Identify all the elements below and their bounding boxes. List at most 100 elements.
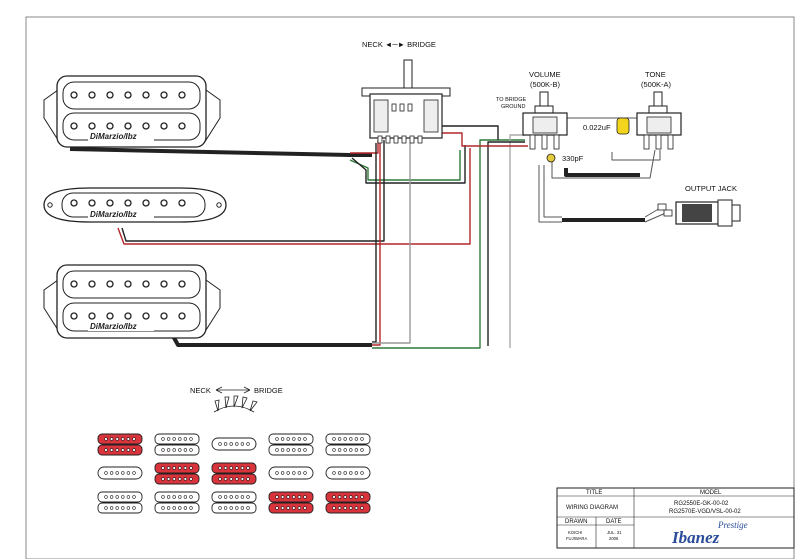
tb-date-1: JUL. 31 bbox=[607, 530, 622, 535]
volume-body-inner bbox=[532, 116, 558, 134]
switch-position-icon bbox=[211, 491, 257, 514]
tb-model-header: MODEL bbox=[700, 490, 722, 496]
ground-wire-2 bbox=[487, 141, 525, 346]
volume-lugs bbox=[529, 134, 560, 150]
middle-single-coil: DiMarzio/Ibz bbox=[43, 187, 227, 223]
switch-position-icon bbox=[154, 491, 200, 514]
tb-drawn-1: KOICHI bbox=[568, 530, 582, 535]
tb-title-header: TITLE bbox=[586, 490, 602, 496]
bridge-humbucker: DiMarzio/Ibz bbox=[43, 264, 221, 339]
bridge-wire-green bbox=[372, 139, 525, 349]
to-bridge-ground-line1: TO BRIDGE bbox=[496, 97, 526, 103]
selector-switch: NECK ◄─► BRIDGE bbox=[361, 40, 451, 144]
output-jack: OUTPUT JACK bbox=[657, 184, 741, 227]
switch-volume-red bbox=[440, 132, 528, 147]
volume-tone-cable bbox=[564, 168, 640, 177]
wires bbox=[69, 117, 669, 349]
neck-humbucker-poles bbox=[70, 91, 186, 130]
tone-pot: TONE (500K-A) 0.022uF bbox=[583, 70, 682, 150]
jack-lug-2 bbox=[663, 209, 673, 217]
switch-lugs bbox=[377, 103, 423, 144]
neck-humbucker-mount-right bbox=[205, 89, 221, 142]
neck-wire-black bbox=[351, 145, 466, 184]
tone-label: TONE bbox=[645, 70, 666, 79]
switch-position-icon bbox=[325, 433, 371, 456]
switch-position-icon bbox=[268, 433, 314, 456]
tone-body-inner bbox=[646, 116, 672, 134]
bridge-humbucker-mount bbox=[43, 279, 59, 332]
tb-drawn-header: DRAWN bbox=[565, 519, 587, 525]
neck-wire-green bbox=[349, 150, 461, 181]
legend-arrow bbox=[215, 386, 251, 394]
tb-drawn-2: FUJIWARA bbox=[566, 536, 587, 541]
neck-wire-red bbox=[350, 140, 379, 154]
middle-wire-black bbox=[121, 140, 385, 242]
bridge-humbucker-label-bg bbox=[88, 321, 154, 331]
tone-ground-wire bbox=[611, 150, 661, 161]
tb-model-1: RG2550E-GK-00-02 bbox=[674, 501, 729, 507]
volume-cap-label: 330pF bbox=[562, 154, 584, 163]
output-ground-wire bbox=[538, 165, 562, 223]
volume-cap-icon bbox=[546, 153, 556, 163]
middle-wire-red bbox=[117, 148, 471, 245]
volume-pot: VOLUME (500K-B) 330pF bbox=[522, 70, 584, 163]
single-coil-screw-right bbox=[216, 202, 222, 208]
neck-humbucker: DiMarzio/Ibz bbox=[43, 75, 221, 148]
tb-brand-sub: Prestige bbox=[717, 520, 748, 530]
bridge-humbucker-brand: DiMarzio/Ibz bbox=[90, 322, 137, 331]
switch-position-grid bbox=[97, 433, 371, 514]
jack-nut bbox=[717, 199, 733, 227]
switch-position-icon bbox=[211, 437, 257, 451]
output-hot-wire bbox=[543, 165, 562, 218]
tone-value: (500K-A) bbox=[641, 80, 672, 89]
neck-pickup-cable bbox=[69, 147, 372, 157]
tb-title: WIRING DIAGRAM bbox=[566, 505, 618, 511]
tone-cap-label: 0.022uF bbox=[583, 123, 611, 132]
bridge-ground-wire bbox=[509, 134, 525, 348]
switch-position-icon bbox=[268, 491, 314, 514]
switch-position-icon bbox=[211, 462, 257, 485]
volume-tone-hot bbox=[551, 149, 656, 179]
neck-humbucker-label-bg bbox=[88, 131, 154, 141]
tb-date-2: 2006 bbox=[609, 536, 619, 541]
switch-position-icon bbox=[325, 466, 371, 480]
tone-lugs bbox=[643, 134, 674, 150]
bridge-wire-black bbox=[372, 143, 377, 343]
tone-shaft bbox=[653, 91, 663, 107]
legend-bridge: BRIDGE bbox=[254, 386, 283, 395]
lever-positions-icon bbox=[213, 395, 258, 413]
single-coil-brand: DiMarzio/Ibz bbox=[90, 210, 137, 219]
switch-top-label: NECK ◄─► BRIDGE bbox=[362, 40, 436, 49]
diagram-frame bbox=[25, 16, 795, 559]
single-coil-screw-left bbox=[47, 202, 53, 208]
single-coil-poles bbox=[70, 199, 186, 207]
tb-model-2: RG2570E-VGD/VSL-00-02 bbox=[669, 509, 741, 515]
switch-position-icon bbox=[97, 466, 143, 480]
tb-date-header: DATE bbox=[606, 519, 622, 525]
title-block-frame bbox=[556, 487, 795, 549]
neck-humbucker-mount bbox=[43, 89, 59, 142]
output-jack-label: OUTPUT JACK bbox=[685, 184, 737, 193]
bridge-humbucker-poles bbox=[70, 280, 186, 320]
bridge-wire-red bbox=[372, 143, 381, 346]
jack-thread bbox=[682, 204, 712, 222]
volume-value: (500K-B) bbox=[530, 80, 561, 89]
single-coil-label-bg bbox=[88, 209, 154, 219]
position-legend: NECK BRIDGE bbox=[190, 386, 283, 413]
tb-brand-logo: Ibanez bbox=[671, 528, 720, 547]
to-bridge-ground-line2: GROUND bbox=[501, 104, 525, 110]
tone-cap-icon bbox=[616, 117, 630, 135]
switch-lever bbox=[403, 59, 413, 89]
switch-volume-black bbox=[440, 125, 499, 140]
switch-inner-left bbox=[373, 99, 389, 133]
jack-end bbox=[731, 204, 741, 222]
bridge-humbucker-mount-right bbox=[205, 279, 221, 332]
title-block: TITLE WIRING DIAGRAM MODEL RG2550E-GK-00… bbox=[556, 487, 795, 549]
bridge-pickup-cable bbox=[171, 335, 372, 347]
switch-position-icon bbox=[325, 491, 371, 514]
switch-position-icon bbox=[97, 491, 143, 514]
volume-label: VOLUME bbox=[529, 70, 561, 79]
switch-position-icon bbox=[268, 466, 314, 480]
bridge-wire-white bbox=[372, 143, 411, 344]
switch-position-icon bbox=[154, 462, 200, 485]
